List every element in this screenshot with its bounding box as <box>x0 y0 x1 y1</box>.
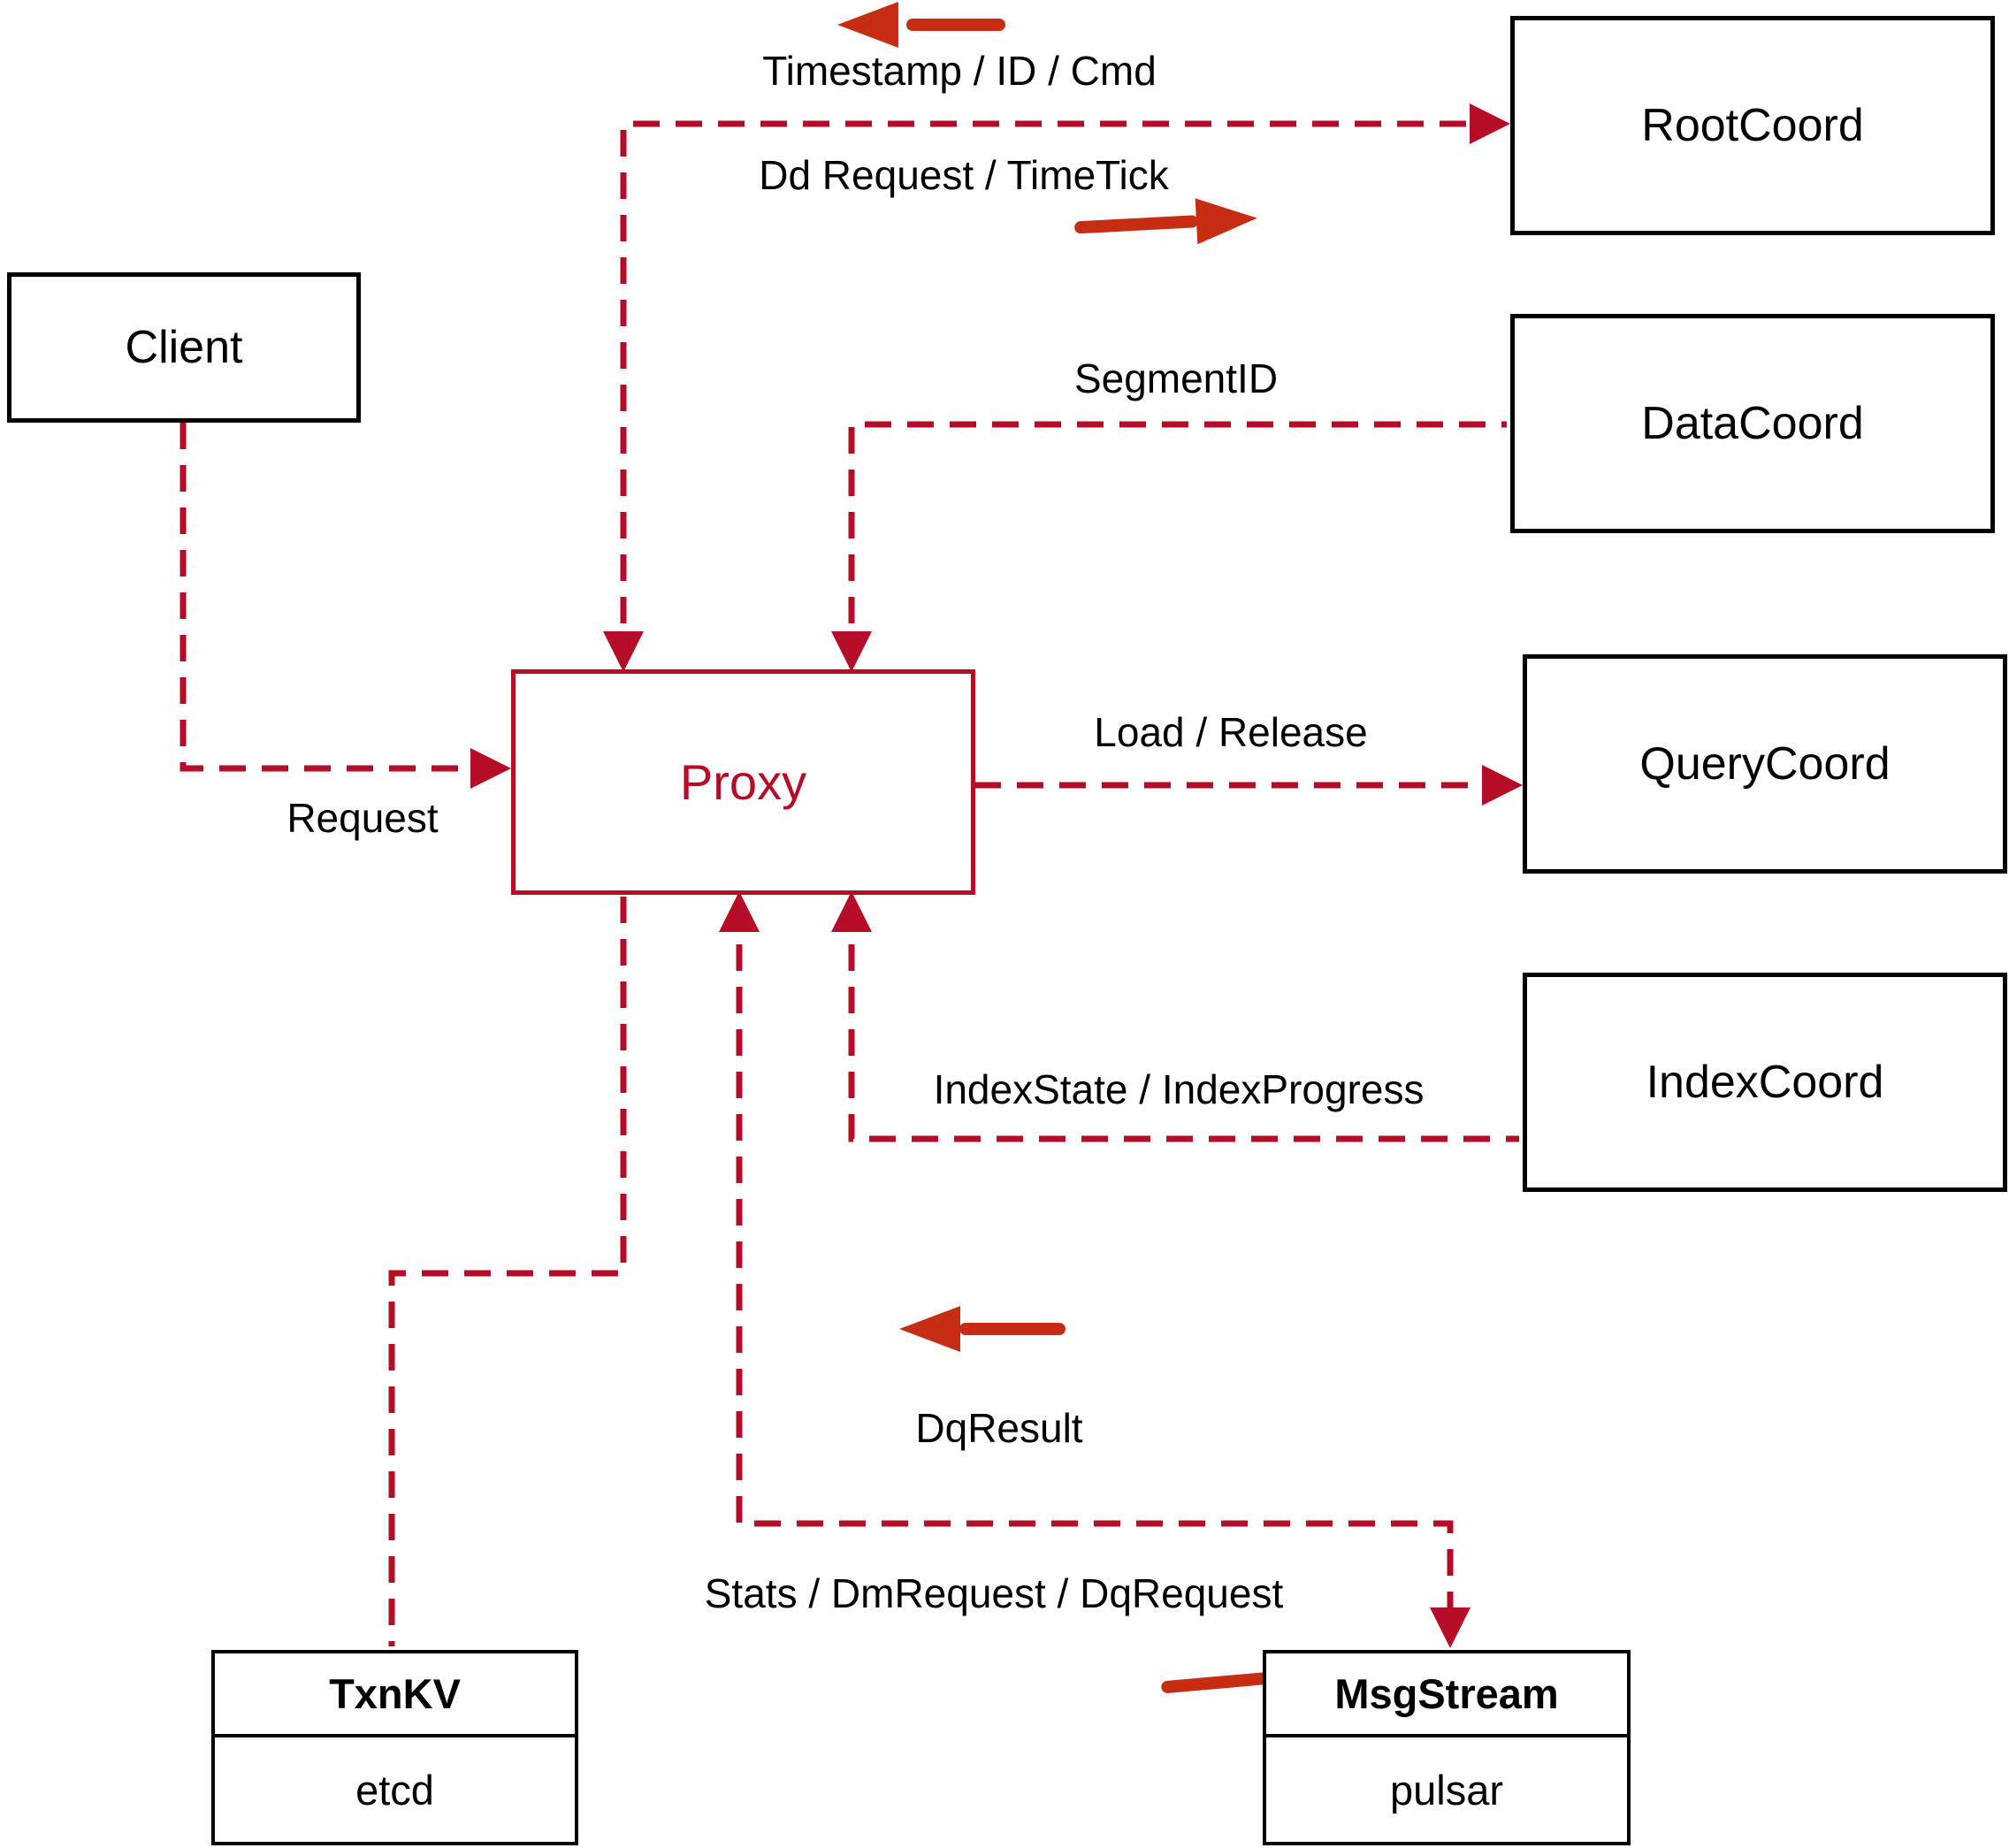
edge-label-dq-result: DqResult <box>915 1405 1083 1451</box>
edge-proxy-msgstream <box>736 902 1454 1639</box>
edge-label-stats-dm-dq: Stats / DmRequest / DqRequest <box>704 1570 1284 1616</box>
edge-label-request: Request <box>286 795 439 841</box>
arrowhead-into-proxy-bottom-right-icon <box>831 891 872 932</box>
dd-request-direction-right-arrow-icon <box>1074 198 1257 245</box>
arrowhead-into-msgstream-icon <box>1430 1607 1470 1648</box>
edge-proxy-rootcoord <box>620 120 1503 666</box>
timestamp-direction-left-arrow-icon <box>837 2 1005 48</box>
msgstream-table: MsgStream pulsar <box>1263 1650 1631 1845</box>
edge-label-timestamp-id-cmd: Timestamp / ID / Cmd <box>762 48 1157 94</box>
client-node-label: Client <box>125 322 243 373</box>
txnkv-table-header: TxnKV <box>215 1653 575 1737</box>
arrowhead-into-proxy-bottom-left-icon <box>719 891 760 932</box>
datacoord-node-label: DataCoord <box>1641 398 1864 449</box>
txnkv-table-value: etcd <box>355 1766 434 1814</box>
txnkv-table: TxnKV etcd <box>211 1650 578 1845</box>
edge-label-load-release: Load / Release <box>1094 709 1368 755</box>
querycoord-node-label: QueryCoord <box>1639 738 1891 790</box>
arrowhead-into-rootcoord-icon <box>1470 103 1510 144</box>
querycoord-node: QueryCoord <box>1523 654 2007 874</box>
indexcoord-node-label: IndexCoord <box>1646 1057 1884 1108</box>
indexcoord-node: IndexCoord <box>1523 973 2007 1192</box>
arrowhead-into-querycoord-icon <box>1482 765 1523 806</box>
edge-label-index-state-progress: IndexState / IndexProgress <box>933 1066 1425 1112</box>
msgstream-table-header: MsgStream <box>1266 1653 1627 1737</box>
arrowhead-into-proxy-top-right-icon <box>831 631 872 672</box>
arrowhead-into-proxy-left-icon <box>470 748 511 789</box>
proxy-node-label: Proxy <box>679 754 807 810</box>
edge-indexcoord-proxy <box>848 902 1519 1142</box>
rootcoord-node: RootCoord <box>1510 16 1995 235</box>
msgstream-table-value: pulsar <box>1389 1766 1503 1814</box>
dqresult-direction-left-arrow-icon <box>899 1306 1066 1352</box>
edge-label-dd-request-timetick: Dd Request / TimeTick <box>759 152 1169 198</box>
client-node: Client <box>7 272 361 423</box>
edge-datacoord-proxy <box>848 421 1507 666</box>
edge-label-segment-id: SegmentID <box>1073 355 1279 401</box>
proxy-node: Proxy <box>511 669 975 895</box>
rootcoord-node-label: RootCoord <box>1641 100 1864 151</box>
edge-proxy-txnkv <box>388 897 627 1646</box>
datacoord-node: DataCoord <box>1510 314 1995 533</box>
arrowhead-into-proxy-top-left-icon <box>603 631 644 672</box>
edge-client-proxy <box>180 423 500 772</box>
